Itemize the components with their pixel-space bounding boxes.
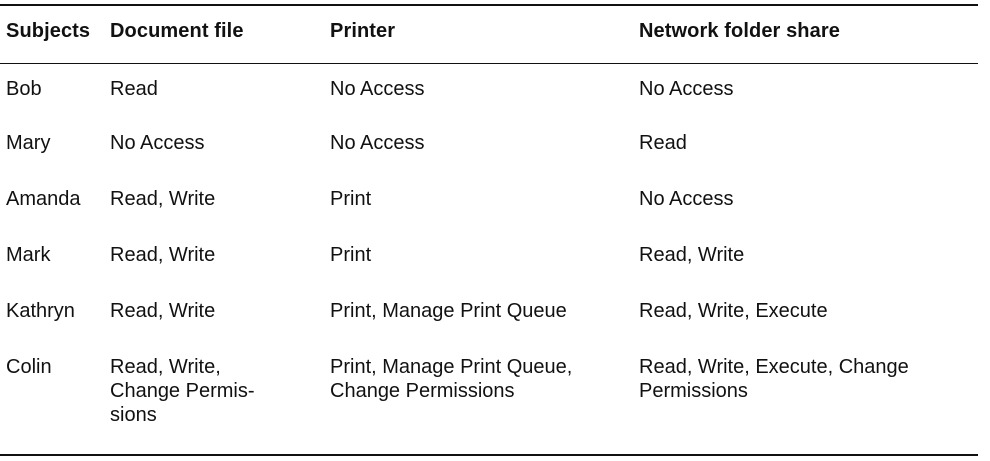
cell-network-folder-share: Read, Write (639, 244, 745, 266)
table-row: Mary No Access No Access Read (0, 119, 978, 175)
table-bottom-rule (0, 454, 978, 456)
header-printer: Printer (330, 20, 396, 42)
cell-subject: Kathryn (6, 300, 75, 322)
table-row: Amanda Read, Write Print No Access (0, 175, 978, 231)
cell-document-file: No Access (110, 132, 205, 154)
cell-subject: Mary (6, 132, 51, 154)
cell-subject: Colin (6, 356, 52, 378)
cell-printer: No Access (330, 132, 425, 154)
table-header-row: Subjects Document file Printer Network f… (0, 0, 978, 63)
table-row: Bob Read No Access No Access (0, 63, 978, 119)
cell-printer: Print, Manage Print Queue (330, 300, 567, 322)
cell-subject: Bob (6, 78, 42, 100)
table-row: Colin Read, Write, Change Permis-sions P… (0, 343, 978, 453)
header-document-file: Document file (110, 20, 244, 42)
header-subjects: Subjects (6, 20, 91, 42)
cell-network-folder-share: Read (639, 132, 687, 154)
cell-network-folder-share: No Access (639, 78, 734, 100)
table-row: Kathryn Read, Write Print, Manage Print … (0, 287, 978, 343)
cell-document-file: Read (110, 78, 158, 100)
cell-network-folder-share: Read, Write, Execute (639, 300, 828, 322)
cell-printer: No Access (330, 78, 425, 100)
access-control-matrix-table: Subjects Document file Printer Network f… (0, 0, 978, 453)
cell-printer: Print (330, 188, 372, 210)
table-row: Mark Read, Write Print Read, Write (0, 231, 978, 287)
table-top-rule (0, 4, 978, 6)
cell-network-folder-share: No Access (639, 188, 734, 210)
cell-printer: Print, Manage Print Queue, Change Permis… (330, 356, 573, 402)
cell-document-file: Read, Write (110, 188, 216, 210)
header-network-folder-share: Network folder share (639, 20, 840, 42)
cell-document-file: Read, Write (110, 244, 216, 266)
cell-document-file: Read, Write (110, 300, 216, 322)
table-header-rule (0, 63, 978, 64)
cell-document-file: Read, Write, Change Permis-sions (110, 356, 255, 426)
cell-network-folder-share: Read, Write, Execute, Change Permissions (639, 356, 909, 402)
cell-subject: Mark (6, 244, 51, 266)
cell-subject: Amanda (6, 188, 81, 210)
cell-printer: Print (330, 244, 372, 266)
